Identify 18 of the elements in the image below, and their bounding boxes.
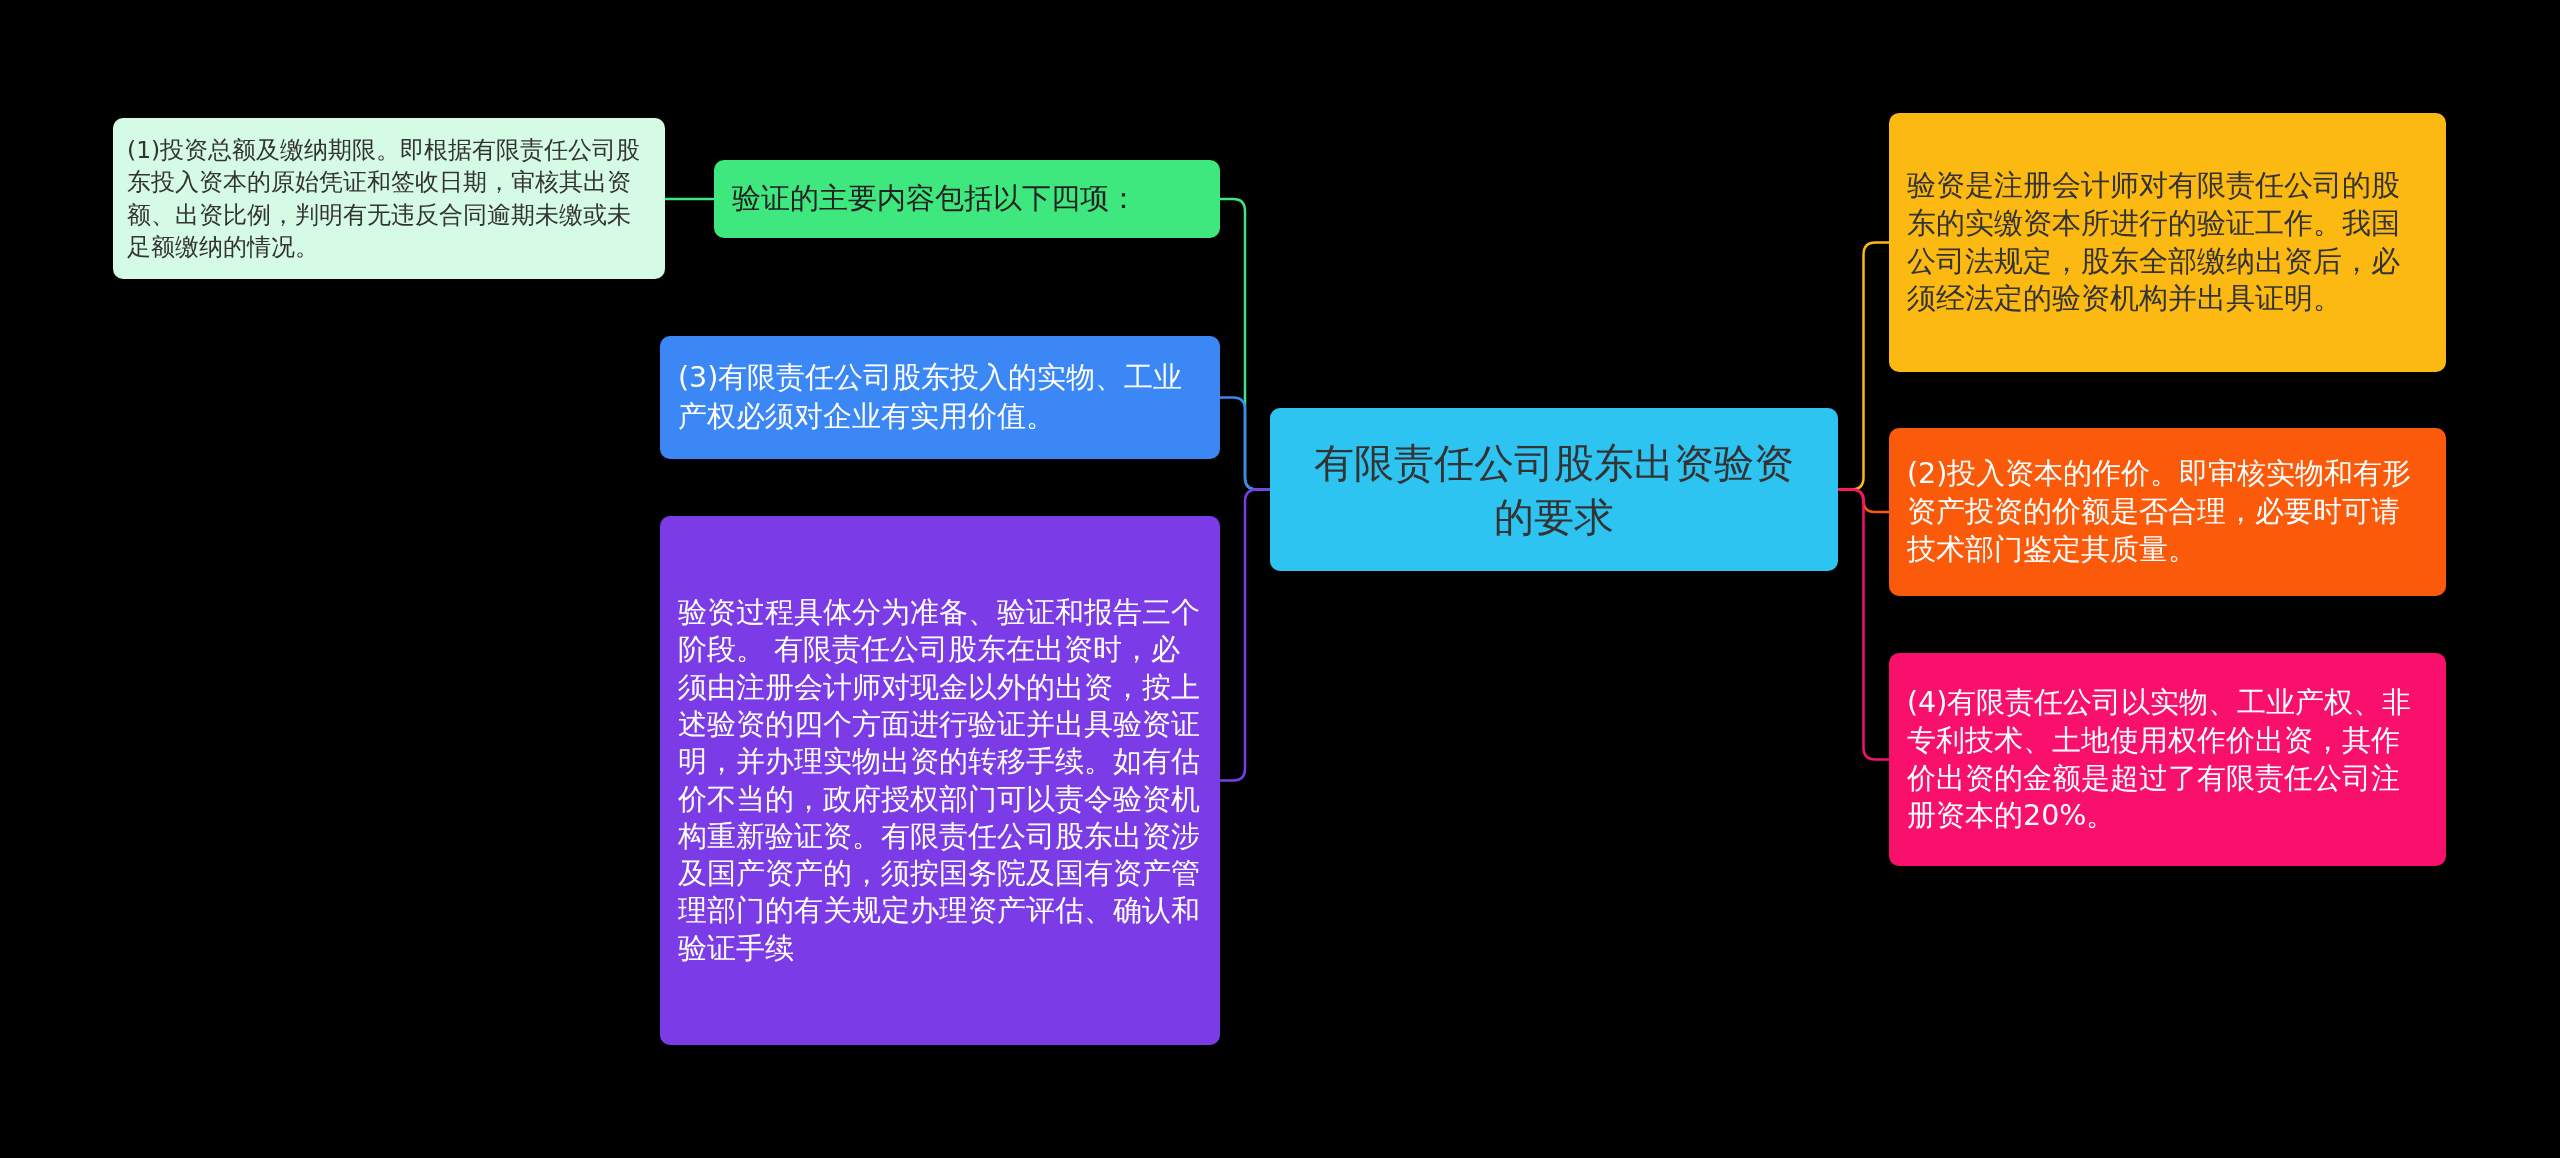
node-text: 有限责任公司股东出资验资的要求	[1313, 438, 1795, 542]
detail-box	[113, 118, 665, 279]
connector-line	[665, 197, 714, 201]
node-text: 验资过程具体分为准备、验证和报告三个阶段。 有限责任公司股东在出资时，必须由注册会计师对现金以外的出资，按上述验资的四个方面进行验证并出具验资证明，并办理实物出资的转移手续。如有估价不当的，政府授权部门可以责令验资机构重新验证资。有限责任公司股东出资涉及国产资产的，须按国务院及国有资产管理部门的有关规定办理资产评估、确认和验证手续	[678, 594, 1201, 967]
branch-box	[660, 516, 1220, 1045]
node-text: (3)有限责任公司股东投入的实物、工业产权必须对企业有实用价值。	[678, 360, 1184, 435]
connector-line	[1220, 488, 1270, 782]
node-text: 验资是注册会计师对有限责任公司的股东的实缴资本所进行的验证工作。我国公司法规定，股东全部缴纳出资后，必须经法定的验资机构并出具证明。	[1907, 167, 2401, 318]
central-topic-box	[1270, 408, 1838, 571]
branch-box	[1889, 428, 2446, 596]
branch-box	[1889, 113, 2446, 372]
branch-box	[660, 336, 1220, 459]
branch-box	[1889, 653, 2446, 866]
node-text: (1)投资总额及缴纳期限。即根据有限责任公司股东投入资本的原始凭证和签收日期，审核其出资额、出资比例，判明有无违反合同逾期未缴或未足额缴纳的情况。	[127, 135, 642, 263]
branch-box	[714, 160, 1220, 238]
node-text: (2)投入资本的作价。即审核实物和有形资产投资的价额是否合理，必要时可请技术部门鉴定其质量。	[1907, 456, 2413, 568]
node-text: 验证的主要内容包括以下四项：	[732, 180, 1139, 218]
node-text: (4)有限责任公司以实物、工业产权、非专利技术、土地使用权作价出资，其作价出资的金额是超过了有限责任公司注册资本的20%。	[1907, 684, 2413, 835]
